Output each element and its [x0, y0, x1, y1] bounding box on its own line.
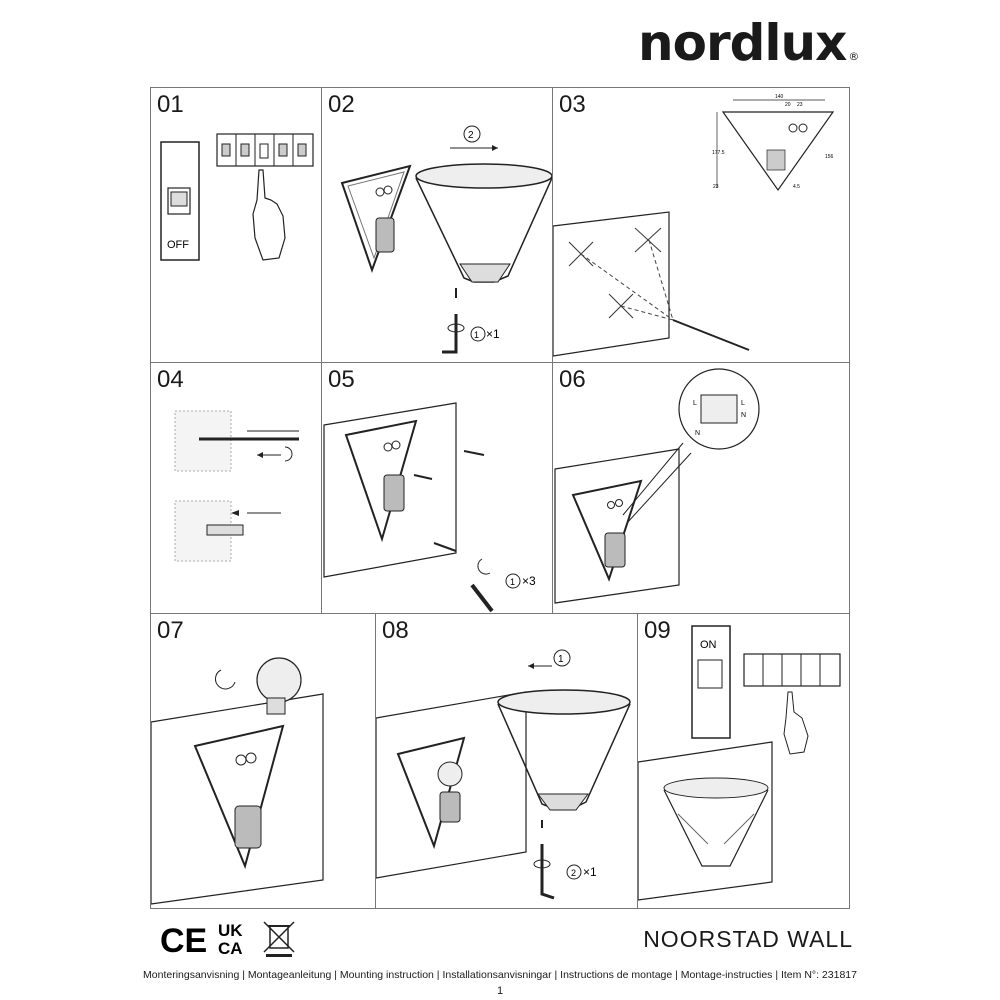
weee-bin-icon	[263, 921, 295, 957]
wire-label-l-right: L	[741, 400, 745, 407]
step-09-panel: 09 ON	[637, 613, 850, 909]
ukca-mark-bottom: CA	[218, 939, 243, 958]
dimension-d: 4.5	[793, 184, 800, 190]
step-02-illustration: 2 1 ×1	[340, 125, 552, 354]
dimension-c: 23	[713, 184, 719, 190]
step-08-count-label: ×1	[583, 865, 597, 879]
dimension-height: 177.5	[712, 150, 725, 156]
certification-svg: CE UK CA	[160, 921, 295, 958]
dimension-a: 20	[785, 102, 791, 108]
step-number: 03	[559, 91, 586, 118]
brand-name: nordlux	[638, 14, 847, 72]
step-04-illustration	[174, 410, 299, 562]
wire-label-n-left: N	[695, 430, 700, 437]
ukca-mark-top: UK	[218, 921, 243, 940]
step-01-panel: 01 OFF	[150, 87, 322, 363]
switch-label: OFF	[167, 239, 189, 251]
wire-label-n-right: N	[741, 412, 746, 419]
step-number: 05	[328, 366, 355, 393]
step-02-panel: 02 2 1 ×1	[321, 87, 553, 363]
step-05-count-circle: 1	[510, 577, 515, 587]
step-05-count-label: ×3	[522, 574, 536, 588]
step-07-panel: 07	[150, 613, 376, 909]
step-number: 02	[328, 91, 355, 118]
wire-label-l-left: L	[693, 400, 697, 407]
step-03-panel: 03 140 20 23 177.5 156 23	[552, 87, 850, 363]
step-02-circle-label: 2	[468, 130, 474, 141]
step-number: 07	[157, 617, 184, 644]
switch-label: ON	[700, 639, 717, 651]
step-05-illustration: 1 ×3	[323, 402, 536, 613]
step-07-illustration	[151, 657, 324, 905]
step-08-count-circle: 2	[571, 868, 576, 878]
step-number: 04	[157, 366, 184, 393]
step-08-illustration: 1 2 ×1	[376, 649, 631, 900]
step-05-panel: 05 1 ×3	[321, 362, 553, 614]
step-number: 06	[559, 366, 586, 393]
instruction-grid: 01 OFF 02	[150, 87, 850, 909]
step-number: 09	[644, 617, 671, 644]
product-name: NOORSTAD WALL	[643, 926, 853, 952]
step-number: 01	[157, 91, 184, 118]
step-09-illustration: ON	[638, 625, 841, 901]
step-03-illustration: 140 20 23 177.5 156 23 4.5	[553, 94, 835, 357]
step-06-panel: 06 L N L N	[552, 362, 850, 614]
step-02-count-circle: 1	[474, 330, 479, 340]
step-08-circle-label: 1	[558, 654, 564, 665]
step-02-count-label: ×1	[486, 327, 500, 341]
dimension-depth: 156	[825, 154, 834, 160]
step-04-panel: 04	[150, 362, 322, 614]
step-01-illustration: OFF	[160, 133, 314, 261]
brand-logo: nordlux®	[638, 8, 859, 78]
dimension-b: 23	[797, 102, 803, 108]
step-number: 08	[382, 617, 409, 644]
footer-text: Monteringsanvisning | Montageanleitung |…	[143, 969, 857, 981]
page-number: 1	[496, 985, 504, 997]
dimension-width: 140	[775, 94, 784, 100]
certification-marks: CE UK CA	[160, 918, 320, 958]
ce-mark: CE	[160, 922, 207, 958]
step-08-panel: 08 1 2 ×1	[375, 613, 638, 909]
step-06-illustration: L N L N	[554, 368, 760, 604]
registered-mark: ®	[848, 50, 859, 63]
